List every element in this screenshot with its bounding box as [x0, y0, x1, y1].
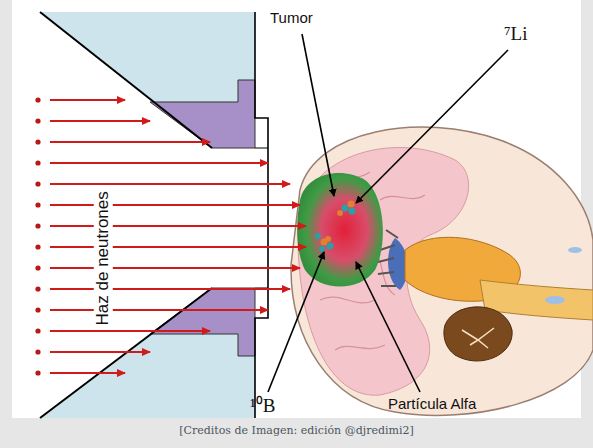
neutron-arrow [50, 309, 268, 311]
caption: [Creditos de Imagen: edición @djredimi2] [179, 424, 413, 437]
neutron-arrow [50, 246, 306, 248]
neutron-arrow [50, 162, 268, 164]
neutron-dot [35, 328, 40, 333]
neutron-dot [35, 160, 40, 165]
neutron-dot [35, 244, 40, 249]
neutron-arrow [50, 141, 210, 143]
neutron-beam [35, 97, 306, 375]
neutron-dot [35, 265, 40, 270]
neutron-arrow [50, 225, 306, 227]
neutron-dot [35, 118, 40, 123]
neutron-dot [35, 139, 40, 144]
neutron-arrow [50, 267, 300, 269]
leader-lines [268, 34, 508, 392]
neutron-dot [35, 286, 40, 291]
neutron-arrow [50, 288, 290, 290]
boron-label: ¹⁰B [250, 396, 275, 417]
neutron-dot [35, 349, 40, 354]
neutron-arrow [50, 120, 150, 122]
neutron-arrow [50, 351, 150, 353]
neutron-dot [35, 97, 40, 102]
neutron-dot [35, 181, 40, 186]
alpha-label: Partícula Alfa [388, 396, 476, 413]
lithium-label: ⁷Li [504, 24, 528, 45]
particles [315, 201, 356, 253]
neutron-arrow [50, 183, 290, 185]
neutron-dot [35, 307, 40, 312]
neutron-arrow [50, 99, 125, 101]
tumor-label: Tumor [270, 10, 313, 27]
head [291, 127, 593, 415]
neutron-arrow [50, 330, 210, 332]
neutron-dot [35, 223, 40, 228]
collimator [40, 12, 268, 418]
neutron-dot [35, 202, 40, 207]
neutron-arrow [50, 372, 125, 374]
neutron-dot [35, 370, 40, 375]
neutron-arrow [50, 204, 300, 206]
beam-label: Haz de neutrones [94, 188, 113, 328]
